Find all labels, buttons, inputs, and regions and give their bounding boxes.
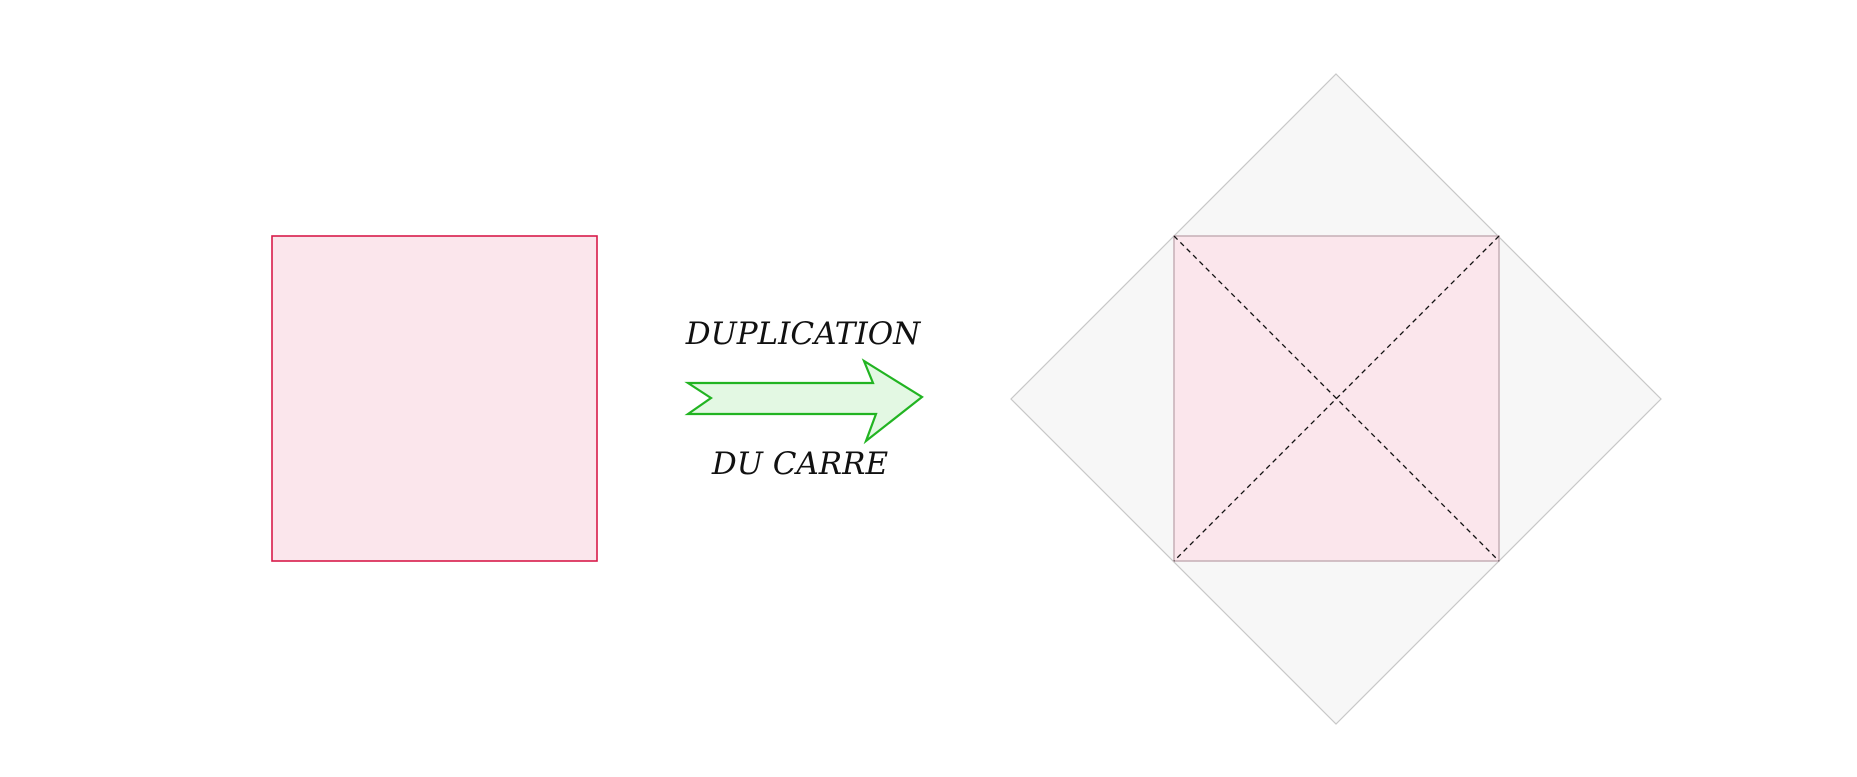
duplication-arrow (684, 358, 924, 445)
arrow-label-top: DUPLICATION (685, 316, 922, 352)
diagonal-line (1173, 235, 1500, 562)
original-square (271, 235, 598, 562)
arrow-label-bottom: DU CARRE (711, 446, 889, 482)
